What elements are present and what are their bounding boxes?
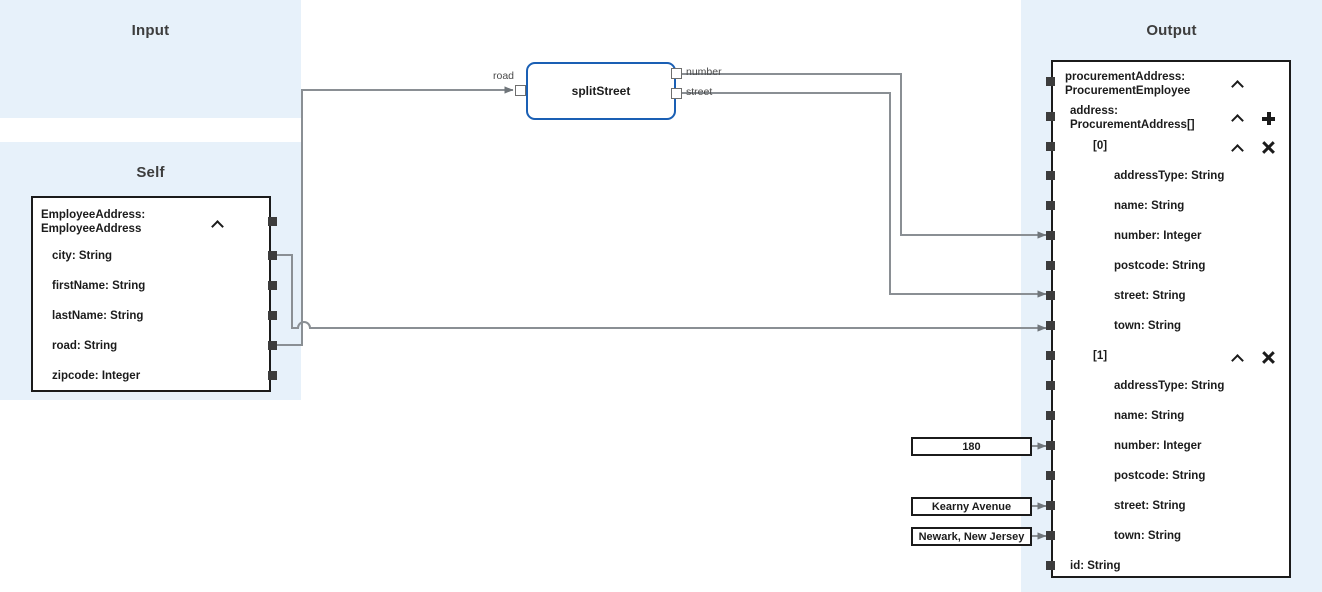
self-field-firstname[interactable]: firstName: String <box>52 280 146 292</box>
function-node-splitstreet[interactable]: splitStreet <box>526 62 676 120</box>
output-row-index-0[interactable]: [0] <box>1093 140 1108 152</box>
output-node-procurementemployee[interactable]: procurementAddress: ProcurementEmployee … <box>1051 60 1291 578</box>
plus-icon-add-address[interactable] <box>1262 112 1275 125</box>
self-field-lastname[interactable]: lastName: String <box>52 310 144 322</box>
function-node-label: splitStreet <box>571 84 631 98</box>
output-port-1-name[interactable] <box>1046 411 1055 420</box>
output-row-procurementaddress[interactable]: procurementAddress: ProcurementEmployee <box>1065 71 1191 97</box>
fn-output-port-number[interactable] <box>671 68 682 79</box>
chevron-up-icon-procurementaddress[interactable] <box>1232 80 1245 88</box>
self-port-city[interactable] <box>268 251 277 260</box>
output-port-0-name[interactable] <box>1046 201 1055 210</box>
self-panel-title: Self <box>136 164 165 181</box>
wire-number-to-output <box>681 73 1047 239</box>
self-port-lastname[interactable] <box>268 311 277 320</box>
chevron-up-icon-index-1[interactable] <box>1232 354 1245 362</box>
output-port-1-addresstype[interactable] <box>1046 381 1055 390</box>
self-port-zipcode[interactable] <box>268 371 277 380</box>
output-row-0-number[interactable]: number: Integer <box>1114 230 1202 242</box>
self-field-city[interactable]: city: String <box>52 250 113 262</box>
output-port-address[interactable] <box>1046 112 1055 121</box>
wire-city-to-town <box>271 254 1047 332</box>
output-port-0-number[interactable] <box>1046 231 1055 240</box>
output-port-index-1[interactable] <box>1046 351 1055 360</box>
output-row-1-postcode[interactable]: postcode: String <box>1114 470 1206 482</box>
output-port-0-street[interactable] <box>1046 291 1055 300</box>
constant-box-street[interactable]: Kearny Avenue <box>911 497 1032 516</box>
self-field-zipcode[interactable]: zipcode: Integer <box>52 370 141 382</box>
self-node-header: EmployeeAddress: EmployeeAddress <box>41 209 146 235</box>
output-row-1-street[interactable]: street: String <box>1114 500 1186 512</box>
chevron-up-icon[interactable] <box>212 220 225 228</box>
output-row-0-addresstype[interactable]: addressType: String <box>1114 170 1225 182</box>
output-port-1-number[interactable] <box>1046 441 1055 450</box>
output-panel-title: Output <box>1146 22 1197 39</box>
self-field-road[interactable]: road: String <box>52 340 118 352</box>
output-row-0-postcode[interactable]: postcode: String <box>1114 260 1206 272</box>
output-port-1-town[interactable] <box>1046 531 1055 540</box>
output-row-0-name[interactable]: name: String <box>1114 200 1185 212</box>
output-row-1-town[interactable]: town: String <box>1114 530 1182 542</box>
constant-box-town[interactable]: Newark, New Jersey <box>911 527 1032 546</box>
output-row-1-name[interactable]: name: String <box>1114 410 1185 422</box>
close-icon-index-1[interactable] <box>1262 351 1275 364</box>
self-port-firstname[interactable] <box>268 281 277 290</box>
input-panel-title: Input <box>131 22 170 39</box>
wire-street-to-output <box>681 92 1047 298</box>
self-port-road[interactable] <box>268 341 277 350</box>
output-row-id[interactable]: id: String <box>1070 560 1121 572</box>
output-port-1-street[interactable] <box>1046 501 1055 510</box>
output-row-1-number[interactable]: number: Integer <box>1114 440 1202 452</box>
output-port-0-postcode[interactable] <box>1046 261 1055 270</box>
fn-output-label-street: street <box>686 86 713 98</box>
wire-road-to-splitstreet <box>271 86 514 346</box>
output-row-index-1[interactable]: [1] <box>1093 350 1108 362</box>
output-port-index-0[interactable] <box>1046 142 1055 151</box>
output-row-0-town[interactable]: town: String <box>1114 320 1182 332</box>
output-port-1-postcode[interactable] <box>1046 471 1055 480</box>
output-row-1-addresstype[interactable]: addressType: String <box>1114 380 1225 392</box>
output-port-procurementaddress[interactable] <box>1046 77 1055 86</box>
fn-output-label-number: number <box>686 66 722 78</box>
constant-box-number[interactable]: 180 <box>911 437 1032 456</box>
close-icon-index-0[interactable] <box>1262 141 1275 154</box>
chevron-up-icon-address[interactable] <box>1232 114 1245 122</box>
fn-output-port-street[interactable] <box>671 88 682 99</box>
chevron-up-icon-index-0[interactable] <box>1232 144 1245 152</box>
output-port-0-town[interactable] <box>1046 321 1055 330</box>
output-row-0-street[interactable]: street: String <box>1114 290 1186 302</box>
input-panel: Input <box>0 0 301 118</box>
fn-input-label-road: road <box>493 70 515 82</box>
self-node-employeeaddress[interactable]: EmployeeAddress: EmployeeAddress city: S… <box>31 196 271 392</box>
output-port-id[interactable] <box>1046 561 1055 570</box>
output-row-address[interactable]: address: ProcurementAddress[] <box>1070 105 1195 131</box>
self-port-header[interactable] <box>268 217 277 226</box>
fn-input-port-road[interactable] <box>515 85 526 96</box>
output-port-0-addresstype[interactable] <box>1046 171 1055 180</box>
